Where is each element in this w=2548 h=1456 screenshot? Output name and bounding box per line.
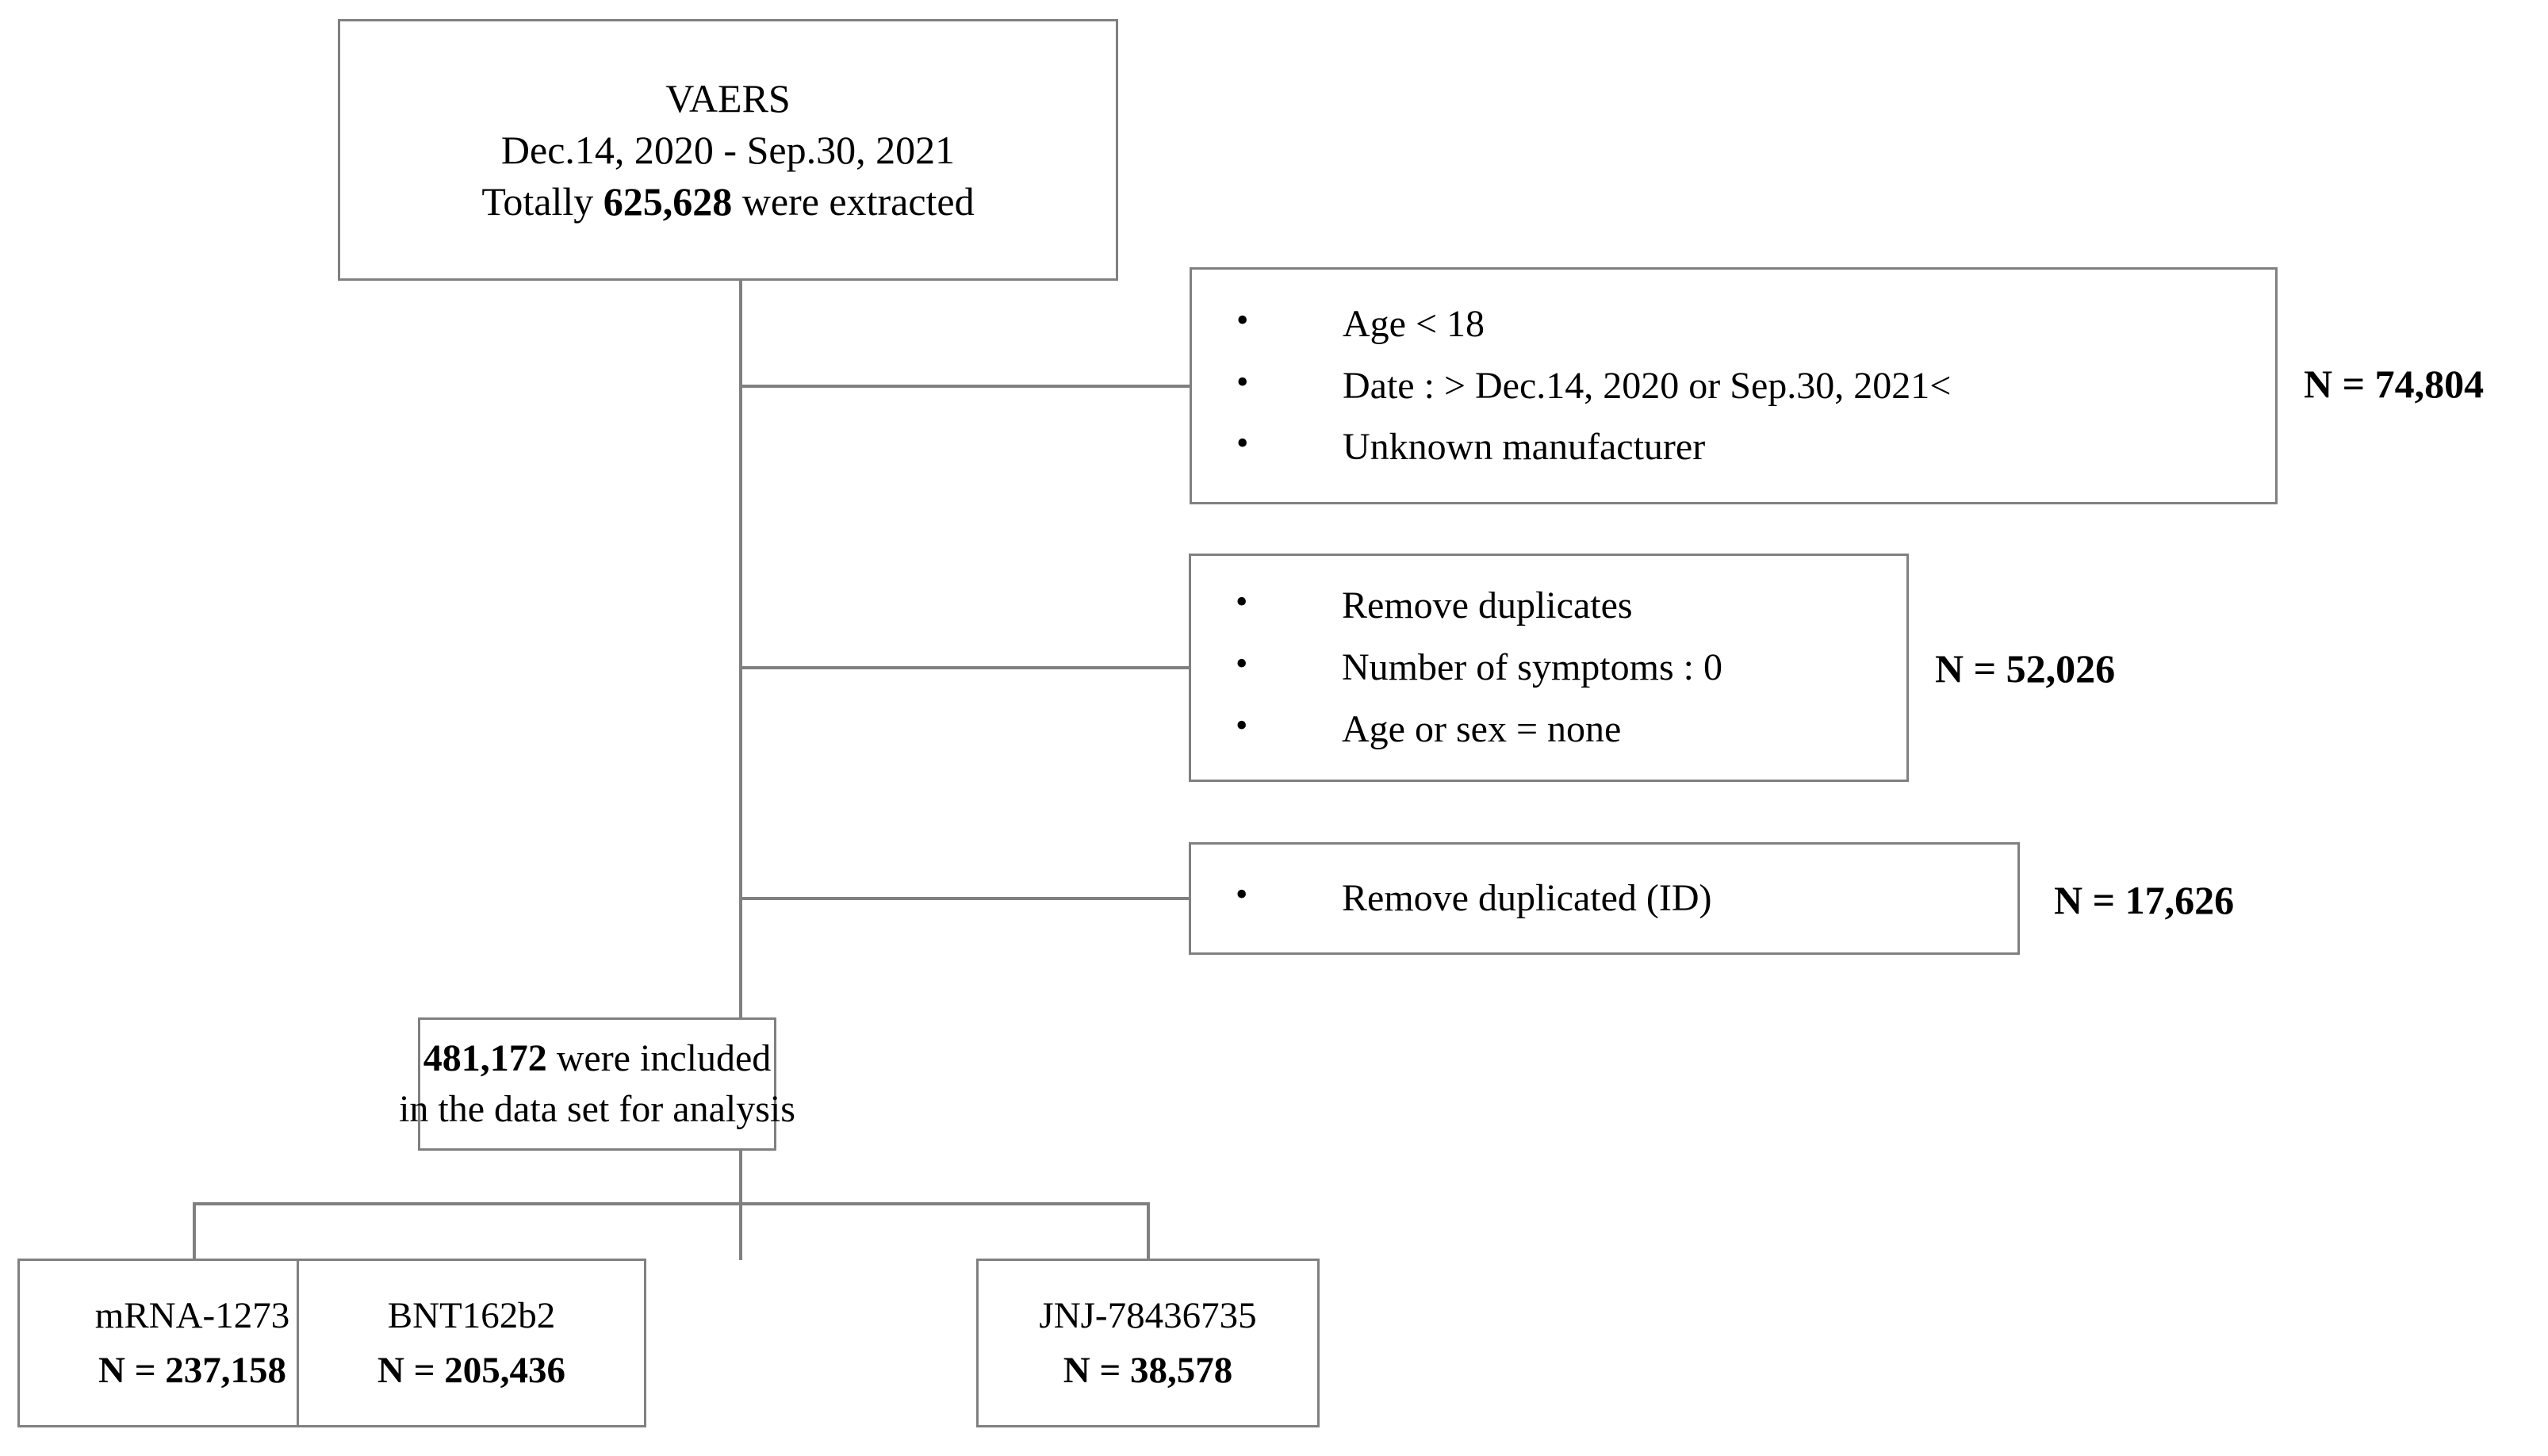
vaccine-drop-line-left	[193, 1202, 196, 1260]
vaccine-box-bnt162b2: BNT162b2 N = 205,436	[297, 1259, 646, 1427]
list-item: Age or sex = none	[1221, 697, 1722, 761]
exclusion-criteria-box-3: Remove duplicated (ID)	[1189, 842, 2020, 955]
list-item: Remove duplicates	[1221, 573, 1722, 637]
included-line-1: 481,172 were included	[423, 1033, 772, 1084]
vaccine-count: N = 38,578	[1063, 1349, 1233, 1391]
exclusion-count-2: N = 52,026	[1935, 646, 2116, 691]
exclusion-count-1: N = 74,804	[2304, 362, 2485, 406]
list-item: Date : > Dec.14, 2020 or Sep.30, 2021<	[1222, 354, 1951, 417]
vaccine-count: N = 205,436	[377, 1349, 565, 1391]
source-total-line: Totally 625,628 were extracted	[481, 176, 974, 228]
exclusion-1-connector-line	[739, 385, 1190, 388]
vaccine-drop-line-right	[1147, 1202, 1150, 1260]
included-count: 481,172	[423, 1037, 547, 1080]
source-date-range: Dec.14, 2020 - Sep.30, 2021	[500, 127, 956, 172]
source-database-box: VAERS Dec.14, 2020 - Sep.30, 2021 Totall…	[338, 19, 1118, 281]
included-line-1-suffix: were included	[546, 1037, 772, 1080]
vaccine-drop-line-middle	[739, 1202, 742, 1260]
vaccine-name: mRNA-1273	[94, 1295, 290, 1337]
list-item: Unknown manufacturer	[1222, 415, 1951, 478]
list-item: Age < 18	[1222, 292, 1951, 355]
included-line-2: in the data set for analysis	[399, 1088, 795, 1130]
lower-trunk-connector-line	[739, 1151, 742, 1205]
exclusion-criteria-box-2: Remove duplicates Number of symptoms : 0…	[1189, 554, 1909, 782]
exclusion-count-3: N = 17,626	[2054, 878, 2235, 922]
vaccine-count: N = 237,158	[98, 1349, 286, 1391]
source-total-count: 625,628	[603, 178, 733, 224]
list-item: Remove duplicated (ID)	[1221, 866, 1712, 929]
trunk-connector-line	[739, 281, 742, 1017]
vaccine-name: BNT162b2	[387, 1295, 556, 1337]
exclusion-2-connector-line	[739, 666, 1189, 669]
included-dataset-box: 481,172 were included in the data set fo…	[399, 1017, 795, 1151]
exclusion-bullet-list-3: Remove duplicated (ID)	[1221, 866, 1712, 929]
vaccine-name: JNJ-78436735	[1039, 1295, 1257, 1337]
source-total-suffix: were extracted	[732, 178, 975, 224]
exclusion-bullet-list-1: Age < 18 Date : > Dec.14, 2020 or Sep.30…	[1222, 292, 1951, 478]
list-item: Number of symptoms : 0	[1221, 635, 1722, 699]
vaccine-box-jnj-78436735: JNJ-78436735 N = 38,578	[976, 1259, 1320, 1427]
source-title: VAERS	[665, 75, 791, 121]
vaccine-branch-bar	[193, 1202, 1150, 1205]
exclusion-3-connector-line	[739, 897, 1189, 900]
exclusion-bullet-list-2: Remove duplicates Number of symptoms : 0…	[1221, 573, 1722, 761]
source-total-prefix: Totally	[481, 178, 603, 224]
exclusion-criteria-box-1: Age < 18 Date : > Dec.14, 2020 or Sep.30…	[1190, 267, 2278, 504]
